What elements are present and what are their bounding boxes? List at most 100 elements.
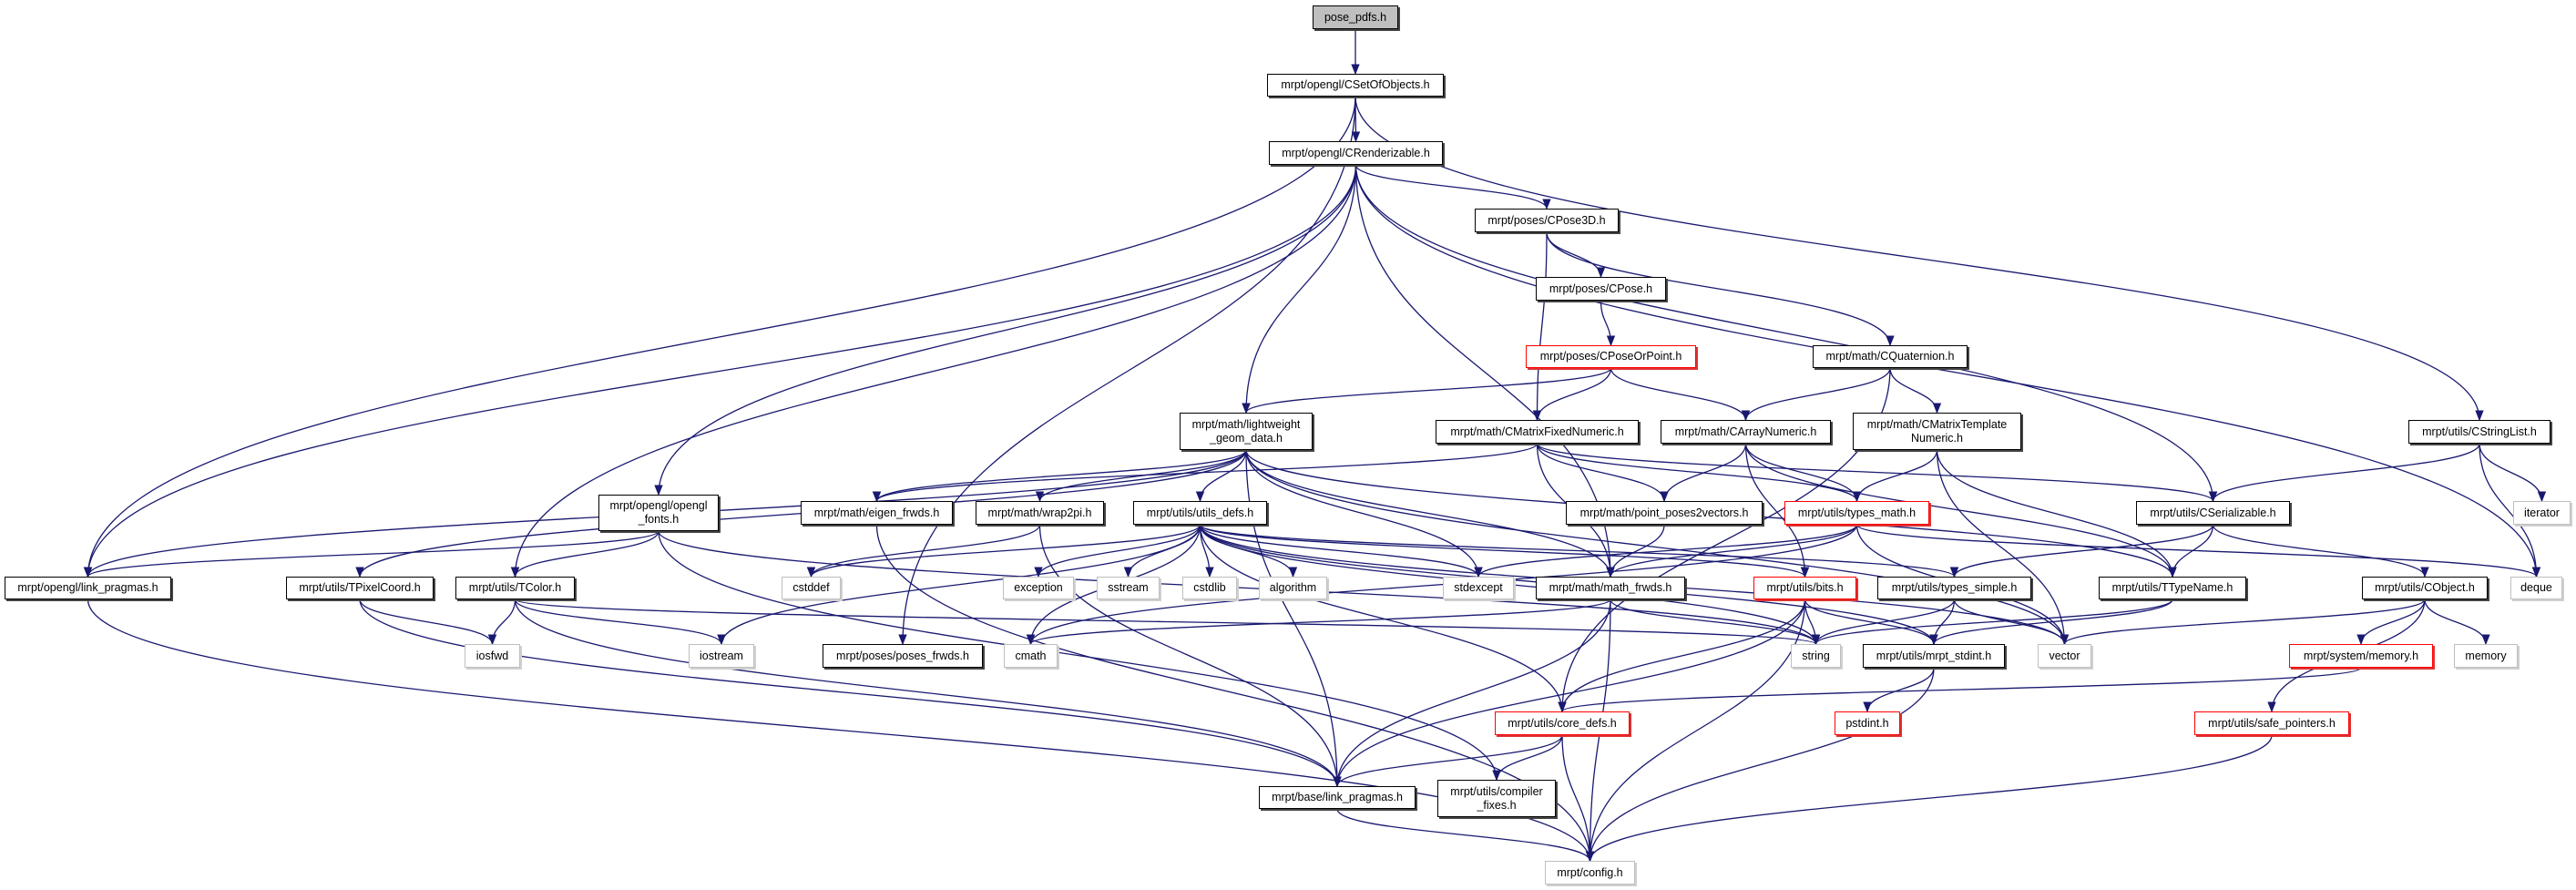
edge-cpose3-d-to-cpose — [1546, 231, 1606, 279]
node-eigen-frwds[interactable]: mrpt/math/eigen_frwds.h — [801, 501, 953, 525]
edge-mrpt-stdint-to-config — [1585, 667, 1935, 863]
edge-bits-to-mrpt-stdint — [1804, 598, 1938, 646]
node-iosfwd[interactable]: iosfwd — [465, 644, 520, 668]
edge-math-frwds-to-base-link-pragmas — [1333, 598, 1611, 788]
node-safe-pointers[interactable]: mrpt/utils/safe_pointers.h — [2194, 711, 2349, 735]
node-sstream[interactable]: sstream — [1097, 577, 1160, 599]
node-bits[interactable]: mrpt/utils/bits.h — [1753, 577, 1856, 599]
node-base-link-pragmas[interactable]: mrpt/base/link_pragmas.h — [1259, 786, 1416, 809]
edge-crenderizable-to-opengl-fonts — [654, 164, 1357, 496]
edge-core-defs-to-compiler-fixes — [1492, 734, 1563, 782]
node-wrap2pi[interactable]: mrpt/math/wrap2pi.h — [976, 501, 1104, 525]
edge-cmatrix-template-numeric-to-ttype-name — [1936, 449, 2177, 578]
edge-cset-of-objects-to-gl-link-pragmas — [83, 96, 1356, 578]
edge-cobject-to-vector — [2060, 598, 2426, 646]
node-gl-link-pragmas[interactable]: mrpt/opengl/link_pragmas.h — [5, 577, 171, 599]
edge-ttype-name-to-string — [1811, 598, 2173, 646]
edge-cpose-or-point-to-carray-numeric — [1610, 367, 1751, 422]
edge-cserializable-to-types-simple — [1949, 524, 2214, 578]
edge-cpose-to-cpose-or-point — [1600, 300, 1616, 347]
edge-wrap2pi-to-base-link-pragmas — [1038, 524, 1342, 788]
edge-utils-defs-to-exception — [1034, 524, 1201, 578]
node-cstring-list[interactable]: mrpt/utils/CStringList.h — [2408, 420, 2550, 444]
edge-opengl-fonts-to-compiler-fixes — [658, 530, 1501, 782]
node-tcolor[interactable]: mrpt/utils/TColor.h — [455, 577, 575, 599]
node-iterator[interactable]: iterator — [2513, 501, 2571, 525]
node-tpixel-coord[interactable]: mrpt/utils/TPixelCoord.h — [286, 577, 434, 599]
node-system-memory[interactable]: mrpt/system/memory.h — [2289, 644, 2433, 668]
edge-carray-numeric-to-point-poses2vectors — [1660, 443, 1747, 503]
node-cset-of-objects[interactable]: mrpt/opengl/CSetOfObjects.h — [1267, 74, 1444, 97]
edge-math-frwds-to-cmath — [1027, 598, 1611, 646]
node-pstdint[interactable]: pstdint.h — [1835, 711, 1900, 735]
edge-tpixel-coord-to-base-link-pragmas — [359, 598, 1342, 788]
node-poses-frwds[interactable]: mrpt/poses/poses_frwds.h — [823, 644, 983, 668]
edge-utils-defs-to-core-defs — [1199, 524, 1567, 713]
node-cpose3-d[interactable]: mrpt/poses/CPose3D.h — [1475, 209, 1619, 232]
edge-types-simple-to-vector — [1953, 598, 2070, 646]
node-pose-pdfs[interactable]: pose_pdfs.h — [1313, 5, 1398, 29]
node-math-frwds[interactable]: mrpt/math/math_frwds.h — [1536, 577, 1685, 599]
node-cstdlib[interactable]: cstdlib — [1182, 577, 1237, 599]
node-mrpt-stdint[interactable]: mrpt/utils/mrpt_stdint.h — [1863, 644, 2005, 668]
node-point-poses2vectors[interactable]: mrpt/math/point_poses2vectors.h — [1566, 501, 1763, 525]
edge-lightweight-to-utils-defs — [1195, 449, 1247, 503]
node-types-math[interactable]: mrpt/utils/types_math.h — [1784, 501, 1929, 525]
edge-tpixel-coord-to-iosfwd — [359, 598, 497, 646]
node-opengl-fonts[interactable]: mrpt/opengl/opengl _fonts.h — [598, 495, 719, 531]
edge-lightweight-to-eigen-frwds — [872, 449, 1247, 503]
node-cmatrix-fixed-numeric[interactable]: mrpt/math/CMatrixFixedNumeric.h — [1436, 420, 1639, 444]
node-core-defs[interactable]: mrpt/utils/core_defs.h — [1495, 711, 1630, 735]
node-config[interactable]: mrpt/config.h — [1545, 861, 1635, 885]
edge-cmatrix-fixed-numeric-to-eigen-frwds — [873, 443, 1538, 503]
edge-cmatrix-template-numeric-to-types-math — [1852, 449, 1938, 503]
node-cstddef[interactable]: cstddef — [782, 577, 841, 599]
edge-lightweight-to-math-frwds — [1245, 449, 1615, 578]
node-cmath[interactable]: cmath — [1004, 644, 1058, 668]
node-memory[interactable]: memory — [2454, 644, 2518, 668]
node-cmatrix-template-numeric[interactable]: mrpt/math/CMatrixTemplate Numeric.h — [1853, 413, 2021, 450]
edge-cquaternion-to-cmatrix-template-numeric — [1889, 367, 1942, 414]
node-cserializable[interactable]: mrpt/utils/CSerializable.h — [2136, 501, 2290, 525]
edge-crenderizable-to-tcolor — [510, 164, 1357, 578]
edge-cmatrix-fixed-numeric-to-point-poses2vectors — [1536, 443, 1669, 503]
node-iostream[interactable]: iostream — [689, 644, 754, 668]
edge-bits-to-core-defs — [1558, 598, 1806, 713]
edge-tcolor-to-base-link-pragmas — [514, 598, 1342, 788]
node-cpose-or-point[interactable]: mrpt/poses/CPoseOrPoint.h — [1526, 345, 1696, 368]
edge-crenderizable-to-math-frwds — [1354, 164, 1615, 578]
node-string[interactable]: string — [1791, 644, 1841, 668]
edge-tcolor-to-iosfwd — [487, 598, 516, 646]
node-lightweight[interactable]: mrpt/math/lightweight _geom_data.h — [1180, 413, 1313, 450]
node-vector[interactable]: vector — [2038, 644, 2091, 668]
node-utils-defs[interactable]: mrpt/utils/utils_defs.h — [1133, 501, 1267, 525]
edge-cstring-list-to-iterator — [2479, 443, 2547, 503]
node-algorithm[interactable]: algorithm — [1259, 577, 1327, 599]
node-carray-numeric[interactable]: mrpt/math/CArrayNumeric.h — [1661, 420, 1831, 444]
node-cpose[interactable]: mrpt/poses/CPose.h — [1536, 277, 1666, 301]
edge-opengl-fonts-to-tcolor — [510, 530, 659, 578]
node-crenderizable[interactable]: mrpt/opengl/CRenderizable.h — [1269, 141, 1443, 165]
edge-system-memory-to-core-defs — [1558, 667, 2362, 713]
edge-types-simple-to-mrpt-stdint — [1929, 598, 1956, 646]
node-cquaternion[interactable]: mrpt/math/CQuaternion.h — [1813, 345, 1968, 368]
edge-types-math-to-deque — [1855, 524, 2540, 578]
node-types-simple[interactable]: mrpt/utils/types_simple.h — [1877, 577, 2031, 599]
edge-cserializable-to-ttype-name — [2168, 524, 2214, 578]
edge-bits-to-base-link-pragmas — [1333, 598, 1806, 788]
edge-cset-of-objects-to-poses-frwds — [898, 96, 1356, 646]
node-compiler-fixes[interactable]: mrpt/utils/compiler _fixes.h — [1437, 780, 1556, 817]
edge-cpose-or-point-to-cmatrix-fixed-numeric — [1532, 367, 1612, 422]
edge-types-math-to-stdexcept — [1474, 524, 1858, 578]
edge-safe-pointers-to-config — [1585, 734, 2273, 863]
node-deque[interactable]: deque — [2510, 577, 2562, 599]
node-cobject[interactable]: mrpt/utils/CObject.h — [2362, 577, 2488, 599]
edge-cobject-to-memory — [2424, 598, 2490, 646]
node-stdexcept[interactable]: stdexcept — [1443, 577, 1514, 599]
edge-core-defs-to-config — [1561, 734, 1595, 863]
node-exception[interactable]: exception — [1003, 577, 1074, 599]
edge-crenderizable-to-gl-link-pragmas — [83, 164, 1357, 578]
edge-carray-numeric-to-bits — [1744, 443, 1810, 578]
node-ttype-name[interactable]: mrpt/utils/TTypeName.h — [2099, 577, 2246, 599]
